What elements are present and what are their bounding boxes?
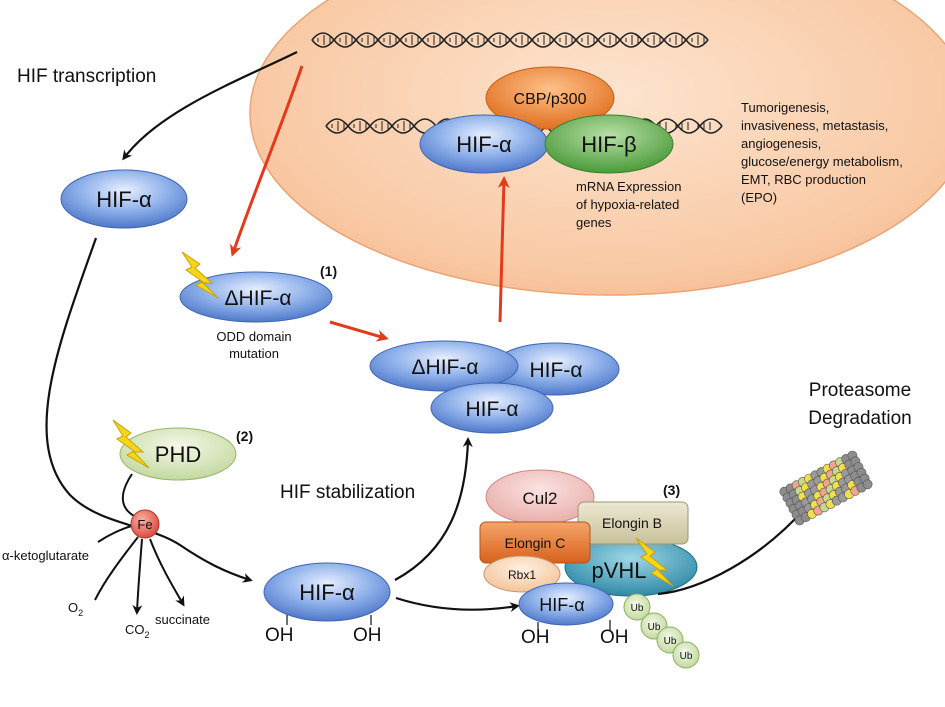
connector-alpha-kg: [97, 525, 132, 543]
oh-label: OH: [600, 627, 629, 648]
fe-label: Fe: [137, 517, 152, 532]
hif-beta-node: [544, 114, 674, 174]
svg-text:invasiveness, metastasis,: invasiveness, metastasis,: [741, 118, 888, 133]
arrow-stabilization: [394, 437, 473, 581]
hif-alpha-vhl-bound-node: [518, 582, 614, 626]
lightning-icon: [635, 537, 674, 587]
svg-text:mRNA Expression: mRNA Expression: [576, 179, 681, 194]
arrow-succinate: [149, 538, 185, 607]
hif-stabilization-label: HIF stabilization: [280, 482, 415, 503]
arrow-o2: [94, 536, 139, 601]
arrow-to-vhl-complex: [395, 596, 520, 613]
mrna-expression-text: mRNA Expression of hypoxia-related genes: [576, 179, 681, 230]
svg-text:Ub: Ub: [631, 603, 644, 614]
o2-label: O2: [68, 600, 83, 618]
hif-alpha-vhl-bound-label: HIF-α: [539, 595, 584, 615]
arrow-transcription: [122, 51, 298, 161]
effects-text: Tumorigenesis, invasiveness, metastasis,…: [741, 100, 903, 205]
ubiquitin-chain: Ub Ub Ub Ub: [623, 593, 700, 669]
cbp-p300-node: [485, 66, 615, 130]
arrow-hif-to-hydroxylation: [45, 237, 253, 583]
proteasome-degradation-label: Proteasome Degradation: [808, 380, 912, 429]
oh-label: OH: [521, 627, 550, 648]
svg-text:Proteasome: Proteasome: [809, 380, 911, 401]
svg-text:of hypoxia-related: of hypoxia-related: [576, 197, 679, 212]
stabilized-hif-alpha-bottom: [430, 382, 554, 434]
oh-label: OH: [353, 625, 382, 646]
stabilized-bottom-label: HIF-α: [466, 398, 519, 421]
arrow-stabilized-to-nucleus: [497, 176, 510, 323]
succinate-label: succinate: [155, 612, 210, 627]
delta-hif-alpha-node: [179, 271, 333, 323]
hif-beta-label: HIF-β: [581, 132, 636, 157]
elongin-c-label: Elongin C: [505, 535, 566, 551]
arrow-co2: [132, 538, 143, 615]
proteasome-icon: [779, 450, 873, 526]
marker-2: (2): [236, 428, 253, 444]
svg-text:Ub: Ub: [680, 651, 693, 662]
hif-alpha-hydroxylated-label: HIF-α: [299, 580, 355, 605]
svg-text:Tumorigenesis,: Tumorigenesis,: [741, 100, 829, 115]
fe-node: [130, 509, 160, 539]
svg-text:angiogenesis,: angiogenesis,: [741, 136, 821, 151]
svg-text:Degradation: Degradation: [808, 408, 912, 429]
stabilized-delta-hif-alpha: [369, 340, 519, 392]
phd-label: PHD: [155, 442, 201, 467]
svg-text:EMT, RBC production: EMT, RBC production: [741, 172, 866, 187]
rbx1-node: [483, 555, 561, 593]
arrow-mutation: [229, 65, 304, 257]
hif-transcription-label: HIF transcription: [17, 66, 156, 87]
svg-text:(EPO): (EPO): [741, 190, 777, 205]
lightning-icon: [181, 251, 219, 299]
marker-3: (3): [663, 482, 680, 498]
dna-strand-top: [311, 32, 709, 48]
svg-text:mutation: mutation: [229, 346, 279, 361]
svg-text:glucose/energy metabolism,: glucose/energy metabolism,: [741, 154, 903, 169]
cbp-p300-label: CBP/p300: [514, 91, 587, 108]
svg-text:ODD domain: ODD domain: [216, 329, 291, 344]
rbx1-label: Rbx1: [508, 568, 536, 582]
cul2-label: Cul2: [523, 489, 558, 508]
phd-node: [119, 427, 237, 481]
lightning-icon: [112, 419, 150, 469]
pvhl-label: pVHL: [591, 558, 646, 583]
stabilized-right-label: HIF-α: [530, 359, 583, 382]
alpha-ketoglutarate-label: α-ketoglutarate: [2, 548, 89, 563]
odd-mutation-text: ODD domain mutation: [216, 329, 291, 361]
oh-label: OH: [265, 625, 294, 646]
ubiquitin-node: [672, 641, 700, 669]
connector-phd-fe: [122, 473, 139, 519]
hif-alpha-nuclear-label: HIF-α: [456, 132, 512, 157]
elongin-b-label: Elongin B: [602, 515, 662, 531]
svg-text:Ub: Ub: [648, 622, 661, 633]
proteasome-subunit: [862, 479, 873, 490]
svg-text:Ub: Ub: [664, 636, 677, 647]
hif-alpha-cytoplasm-label: HIF-α: [96, 187, 152, 212]
co2-label: CO2: [125, 622, 150, 640]
svg-text:genes: genes: [576, 215, 612, 230]
stabilized-delta-label: ΔHIF-α: [412, 356, 479, 379]
ubiquitin-node: [623, 593, 651, 621]
arrow-to-proteasome: [657, 502, 810, 596]
marker-1: (1): [320, 263, 337, 279]
delta-hif-alpha-label: ΔHIF-α: [225, 287, 292, 310]
arrow-delta-to-stabilized: [329, 320, 389, 342]
hif-alpha-cytoplasm-node: [60, 169, 188, 229]
hif-alpha-hydroxylated-node: [263, 562, 391, 622]
